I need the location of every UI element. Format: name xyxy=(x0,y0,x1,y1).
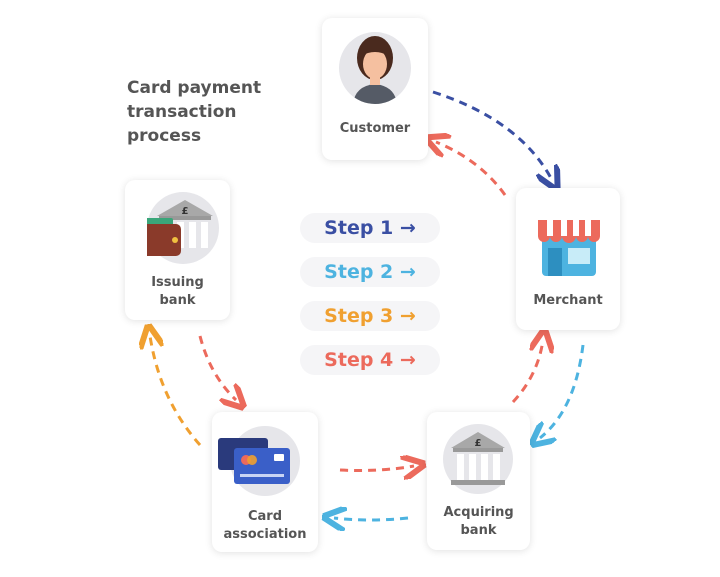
step-label: Step 3 xyxy=(324,305,394,327)
pound-symbol: £ xyxy=(182,206,189,217)
bank-icon: £ xyxy=(443,424,513,494)
node-issuing-bank: £ Issuing bank xyxy=(125,180,230,320)
arrow-right-icon: → xyxy=(399,261,416,283)
step-label: Step 2 xyxy=(324,261,394,283)
acquiring-bank-label: Acquiring bank xyxy=(427,504,530,540)
arrow-right-icon: → xyxy=(399,349,416,371)
node-merchant: Merchant xyxy=(516,188,620,330)
customer-label: Customer xyxy=(339,121,411,136)
step-label: Step 1 xyxy=(324,217,394,239)
arrow-association-to-acquiring xyxy=(339,466,414,471)
node-customer: Customer xyxy=(322,18,428,160)
diagram-title: Card payment transaction process xyxy=(127,78,262,146)
issuing-bank-label: Issuing bank xyxy=(125,274,230,310)
card-association-label: Card association xyxy=(212,508,318,544)
arrow-acquiring-to-association xyxy=(334,518,409,520)
cards-icon xyxy=(218,426,300,496)
arrow-merchant-to-acquiring xyxy=(540,344,585,438)
legend-step-4: Step 4 → xyxy=(300,345,440,375)
node-acquiring-bank: £ Acquiring bank xyxy=(427,412,530,550)
arrow-right-icon: → xyxy=(399,217,416,239)
merchant-label: Merchant xyxy=(533,293,603,308)
issuing-bank-text: Issuing bank xyxy=(151,275,204,308)
arrow-issuing-to-association xyxy=(198,335,236,400)
shop-icon xyxy=(534,210,604,284)
step-label: Step 4 xyxy=(324,349,394,371)
node-card-association: Card association xyxy=(212,412,318,552)
pound-symbol: £ xyxy=(475,438,482,449)
arrow-acquiring-to-merchant xyxy=(511,340,543,404)
arrow-customer-to-merchant xyxy=(432,90,552,180)
acquiring-bank-text: Acquiring bank xyxy=(443,505,514,538)
card-association-text: Card association xyxy=(223,509,307,542)
legend-step-3: Step 3 → xyxy=(300,301,440,331)
arrow-merchant-to-customer xyxy=(436,142,507,196)
legend-step-1: Step 1 → xyxy=(300,213,440,243)
customer-icon xyxy=(339,32,411,104)
arrow-association-to-issuing xyxy=(150,336,202,446)
arrow-right-icon: → xyxy=(399,305,416,327)
issuing-bank-icon: £ xyxy=(139,192,219,264)
legend-step-2: Step 2 → xyxy=(300,257,440,287)
